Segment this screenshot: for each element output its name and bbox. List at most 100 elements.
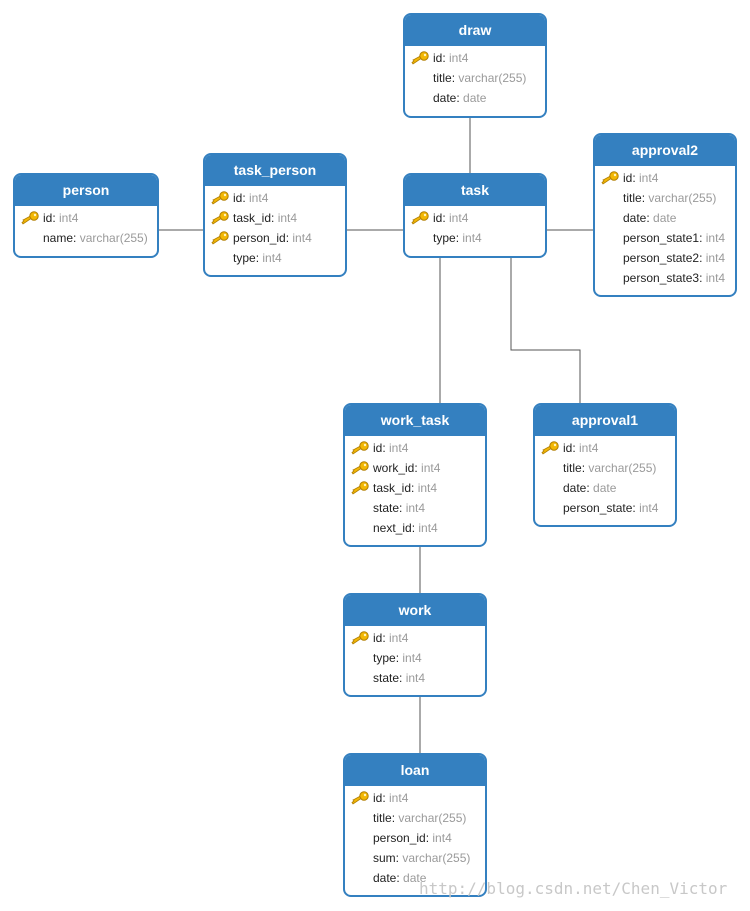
field-separator: : — [699, 271, 706, 285]
field-separator: : — [271, 211, 278, 225]
field-row[interactable]: id: int4 — [345, 628, 485, 648]
field-row[interactable]: next_id: int4 — [345, 518, 485, 538]
entity-title: approval1 — [535, 405, 675, 436]
primary-key-icon — [351, 441, 369, 455]
field-separator: : — [73, 231, 80, 245]
field-type: varchar(255) — [588, 461, 657, 475]
field-separator: : — [395, 851, 403, 865]
field-separator: : — [382, 631, 390, 645]
field-type: int4 — [59, 211, 79, 225]
field-name: person_id — [373, 831, 426, 845]
field-separator: : — [442, 211, 450, 225]
primary-key-icon — [351, 461, 369, 475]
field-row[interactable]: task_id: int4 — [345, 478, 485, 498]
field-name: date — [433, 91, 457, 105]
field-name: title — [623, 191, 642, 205]
field-row[interactable]: task_id: int4 — [205, 208, 345, 228]
field-row[interactable]: state: int4 — [345, 668, 485, 688]
primary-key-icon — [351, 481, 369, 495]
field-row[interactable]: type: int4 — [205, 248, 345, 268]
entity-title: work_task — [345, 405, 485, 436]
field-separator: : — [411, 481, 418, 495]
field-row[interactable]: type: int4 — [405, 228, 545, 248]
field-type: int4 — [389, 791, 409, 805]
field-name: id — [233, 191, 243, 205]
field-row[interactable]: person_state: int4 — [535, 498, 675, 518]
field-type: int4 — [705, 271, 726, 285]
field-type: int4 — [262, 251, 282, 265]
field-separator: : — [699, 251, 706, 265]
field-row[interactable]: date: date — [405, 88, 545, 108]
field-name: id — [373, 791, 383, 805]
primary-key-icon — [411, 51, 429, 65]
field-name: person_state — [563, 501, 633, 515]
field-row[interactable]: id: int4 — [345, 438, 485, 458]
field-row[interactable]: person_id: int4 — [205, 228, 345, 248]
field-row[interactable]: type: int4 — [345, 648, 485, 668]
field-row[interactable]: person_id: int4 — [345, 828, 485, 848]
field-row[interactable]: id: int4 — [405, 48, 545, 68]
field-type: int4 — [292, 231, 312, 245]
field-name: state — [373, 501, 400, 515]
field-row[interactable]: date: date — [535, 478, 675, 498]
field-name: id — [43, 211, 53, 225]
primary-key-icon — [351, 631, 369, 645]
field-separator: : — [456, 91, 464, 105]
field-row[interactable]: person_state3: int4 — [595, 268, 735, 288]
primary-key-icon — [601, 171, 619, 185]
field-row[interactable]: id: int4 — [595, 168, 735, 188]
field-type: int4 — [421, 461, 441, 475]
field-row[interactable]: date: date — [595, 208, 735, 228]
entity-title: task — [405, 175, 545, 206]
entity-title: loan — [345, 755, 485, 786]
field-name: person_id — [233, 231, 286, 245]
field-row[interactable]: person_state2: int4 — [595, 248, 735, 268]
field-row[interactable]: name: varchar(255) — [15, 228, 157, 248]
field-row[interactable]: work_id: int4 — [345, 458, 485, 478]
field-name: type — [233, 251, 256, 265]
field-row[interactable]: title: varchar(255) — [595, 188, 735, 208]
field-row[interactable]: id: int4 — [15, 208, 157, 228]
field-name: title — [373, 811, 392, 825]
field-row[interactable]: title: varchar(255) — [535, 458, 675, 478]
field-type: int4 — [405, 501, 426, 515]
field-type: date — [653, 211, 677, 225]
field-name: work_id — [373, 461, 415, 475]
field-separator: : — [632, 501, 640, 515]
watermark: http://blog.csdn.net/Chen_Victor — [419, 879, 728, 898]
field-row[interactable]: state: int4 — [345, 498, 485, 518]
field-row[interactable]: id: int4 — [345, 788, 485, 808]
field-name: type — [373, 651, 396, 665]
field-row[interactable]: title: varchar(255) — [405, 68, 545, 88]
field-name: person_state1 — [623, 231, 700, 245]
field-row[interactable]: person_state1: int4 — [595, 228, 735, 248]
field-type: int4 — [449, 51, 469, 65]
field-type: int4 — [432, 831, 452, 845]
field-row[interactable]: title: varchar(255) — [345, 808, 485, 828]
field-row[interactable]: sum: varchar(255) — [345, 848, 485, 868]
field-separator: : — [646, 211, 654, 225]
field-name: state — [373, 671, 400, 685]
primary-key-icon — [211, 231, 229, 245]
field-row[interactable]: id: int4 — [205, 188, 345, 208]
field-row[interactable]: id: int4 — [535, 438, 675, 458]
field-name: sum — [373, 851, 396, 865]
field-row[interactable]: id: int4 — [405, 208, 545, 228]
field-row[interactable]: date: date — [345, 868, 485, 888]
field-type: int4 — [639, 501, 659, 515]
field-separator: : — [382, 441, 390, 455]
field-separator: : — [396, 871, 404, 885]
primary-key-icon — [21, 211, 39, 225]
